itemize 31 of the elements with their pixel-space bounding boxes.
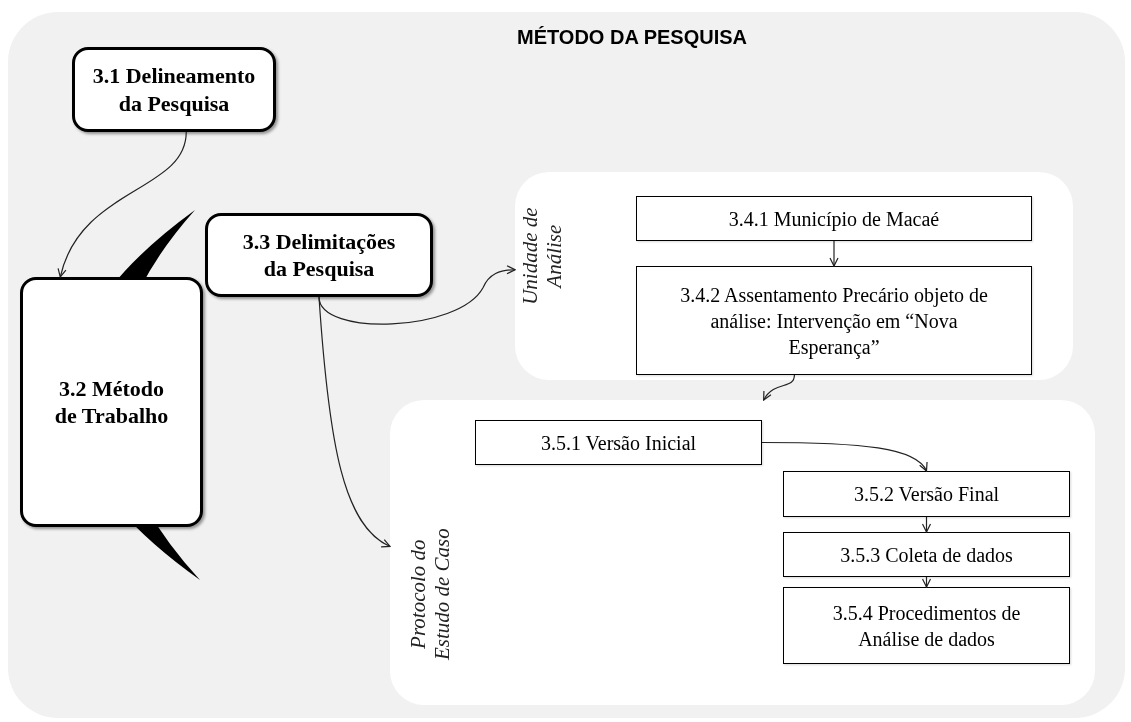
arrow <box>829 240 839 267</box>
arrow <box>921 576 932 588</box>
diagram-title: MÉTODO DA PESQUISA <box>516 25 748 50</box>
box-text: 3.5.3 Coleta de dados <box>840 542 1013 568</box>
box-text: 3.2 Método de Trabalho <box>53 374 170 430</box>
box-text: 3.4.2 Assentamento Precário objeto de análise: Intervenção em “Nova Esperança” <box>679 282 989 360</box>
box-text: 3.5.1 Versão Inicial <box>540 430 697 456</box>
process-box <box>783 471 1070 517</box>
process-box <box>783 532 1070 577</box>
arrow <box>318 265 516 325</box>
process-box <box>20 277 203 527</box>
process-box <box>636 266 1032 375</box>
section-panel <box>515 172 1073 380</box>
process-box <box>636 196 1032 241</box>
section-label: Protocolo do Estudo de Caso <box>405 527 455 663</box>
box-text: 3.3 Delimitações da Pesquisa <box>241 227 397 283</box>
process-box <box>783 587 1070 664</box>
arrow <box>763 374 795 401</box>
process-box <box>72 47 276 132</box>
arrow <box>318 296 391 547</box>
box-text: 3.4.1 Município de Macaé <box>728 206 940 232</box>
process-box <box>205 213 433 297</box>
process-box <box>475 420 762 465</box>
box-text: 3.1 Delineamento da Pesquisa <box>91 62 257 117</box>
box-text: 3.5.4 Procedimentos de Análise de dados <box>831 600 1022 652</box>
arrow <box>761 441 928 472</box>
section-panel <box>390 400 1095 705</box>
box-text: 3.5.2 Versão Final <box>853 482 1000 507</box>
arrow <box>921 516 932 533</box>
arrow <box>58 131 187 278</box>
section-label: Unidade de Análise <box>517 206 567 307</box>
